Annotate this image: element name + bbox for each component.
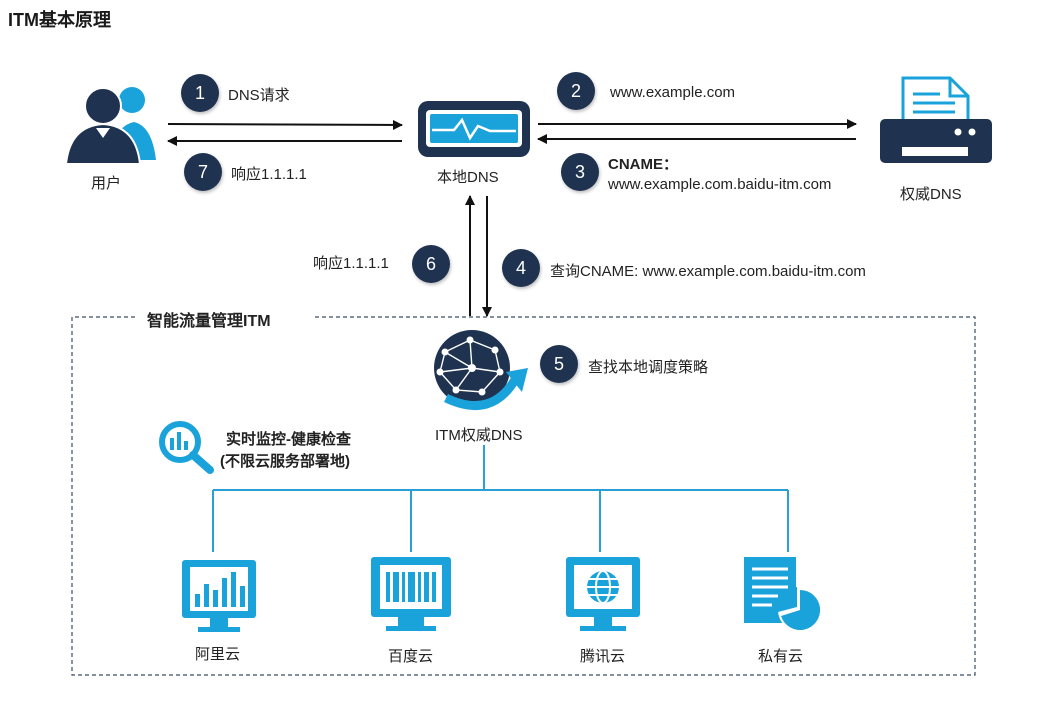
step-badge-2: 2 xyxy=(557,72,595,110)
page-title: ITM基本原理 xyxy=(8,10,111,30)
globe-network-icon xyxy=(434,330,528,410)
itm-region-label: 智能流量管理ITM xyxy=(141,307,277,331)
monitor-title: 实时监控-健康检查 xyxy=(226,431,351,448)
printer-server-icon xyxy=(880,76,992,163)
monitor-wave-icon xyxy=(418,101,530,157)
step-badge-5: 5 xyxy=(540,345,578,383)
user-label: 用户 xyxy=(91,175,122,192)
step-badge-1: 1 xyxy=(181,74,219,112)
cloud-label-baidu: 百度云 xyxy=(388,648,434,665)
itm-region-border xyxy=(71,316,976,676)
step-text-5: 查找本地调度策略 xyxy=(588,359,709,376)
step-badge-7: 7 xyxy=(184,153,222,191)
cloud-label-private: 私有云 xyxy=(758,648,804,665)
step-text-1: DNS请求 xyxy=(228,87,290,104)
step-badge-3: 3 xyxy=(561,153,599,191)
step-badge-6: 6 xyxy=(412,245,450,283)
cloud-tree-lines xyxy=(212,445,789,552)
barcode-monitor-icon xyxy=(371,557,451,631)
step-badge-4: 4 xyxy=(502,249,540,287)
step-text-3-cname: CNAME： xyxy=(608,156,678,173)
monitor-subtitle: (不限云服务部署地) xyxy=(220,453,350,470)
step-text-3: www.example.com.baidu-itm.com xyxy=(608,176,832,193)
step-text-2: www.example.com xyxy=(610,84,736,101)
cloud-label-tencent: 腾讯云 xyxy=(580,648,626,665)
auth-dns-label: 权威DNS xyxy=(900,186,962,203)
bar-chart-monitor-icon xyxy=(182,560,256,632)
step-text-4: 查询CNAME: www.example.com.baidu-itm.com xyxy=(550,263,866,280)
globe-monitor-icon xyxy=(566,557,640,631)
itm-dns-label: ITM权威DNS xyxy=(435,427,523,444)
users-icon xyxy=(64,87,156,165)
arrow-user-to-localdns xyxy=(167,119,403,130)
flow-arrows xyxy=(167,119,857,317)
document-pie-icon xyxy=(744,557,822,632)
cloud-label-aliyun: 阿里云 xyxy=(195,646,241,663)
step-text-7: 响应1.1.1.1 xyxy=(231,166,307,183)
local-dns-label: 本地DNS xyxy=(437,169,499,186)
search-chart-icon xyxy=(159,421,214,474)
step-text-6: 响应1.1.1.1 xyxy=(313,255,389,272)
